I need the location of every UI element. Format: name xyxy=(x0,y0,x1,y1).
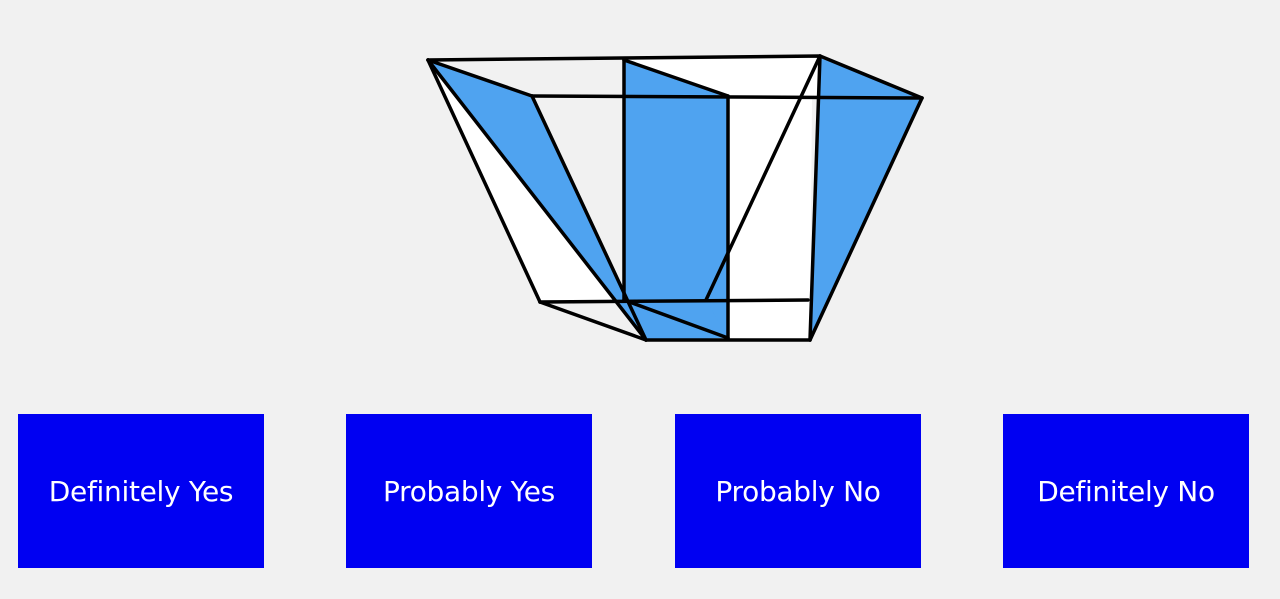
shape-face-white xyxy=(728,96,812,340)
shape-face-blue-middle xyxy=(624,60,728,338)
definitely-yes-button[interactable]: Definitely Yes xyxy=(18,414,264,568)
probably-yes-button[interactable]: Probably Yes xyxy=(346,414,592,568)
probably-no-button[interactable]: Probably No xyxy=(675,414,921,568)
shape-face-blue-right xyxy=(810,58,922,340)
shape-edges xyxy=(426,54,924,342)
definitely-no-button[interactable]: Definitely No xyxy=(1003,414,1249,568)
wireframe-shape-figure xyxy=(426,54,924,342)
